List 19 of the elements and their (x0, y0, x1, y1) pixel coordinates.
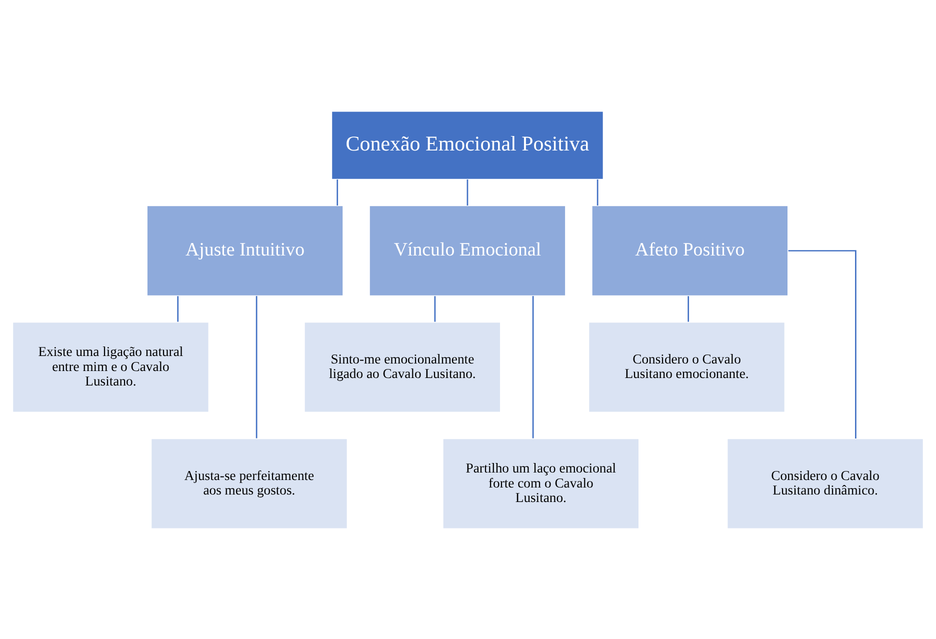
connector (256, 295, 258, 438)
node-box: Conexão Emocional Positiva (331, 110, 604, 180)
node-box: Considero o Cavalo Lusitano emocionante. (588, 321, 786, 412)
node-box: Ajusta-se perfeitamente aos meus gostos. (150, 438, 348, 529)
node-box: Ajuste Intuitivo (146, 204, 344, 296)
connector (177, 296, 179, 322)
node-box: Partilho um laço emocional forte com o Cavalo Lusitano. (442, 438, 640, 529)
connector (688, 296, 690, 322)
node-box: Considero o Cavalo Lusitano dinâmico. (726, 438, 924, 529)
connector (532, 295, 534, 438)
connector (336, 179, 338, 206)
connector (434, 296, 436, 322)
node-box: Sinto-me emocionalmente ligado ao Cavalo Lusitano. (304, 321, 502, 412)
node-box: Afeto Positivo (591, 204, 789, 296)
node-box: Vínculo Emocional (368, 204, 566, 296)
connector (788, 250, 856, 438)
node-box: Existe uma ligação natural entre mim e o Cavalo Lusitano. (12, 321, 210, 412)
connector (466, 179, 468, 206)
connector (596, 179, 598, 206)
